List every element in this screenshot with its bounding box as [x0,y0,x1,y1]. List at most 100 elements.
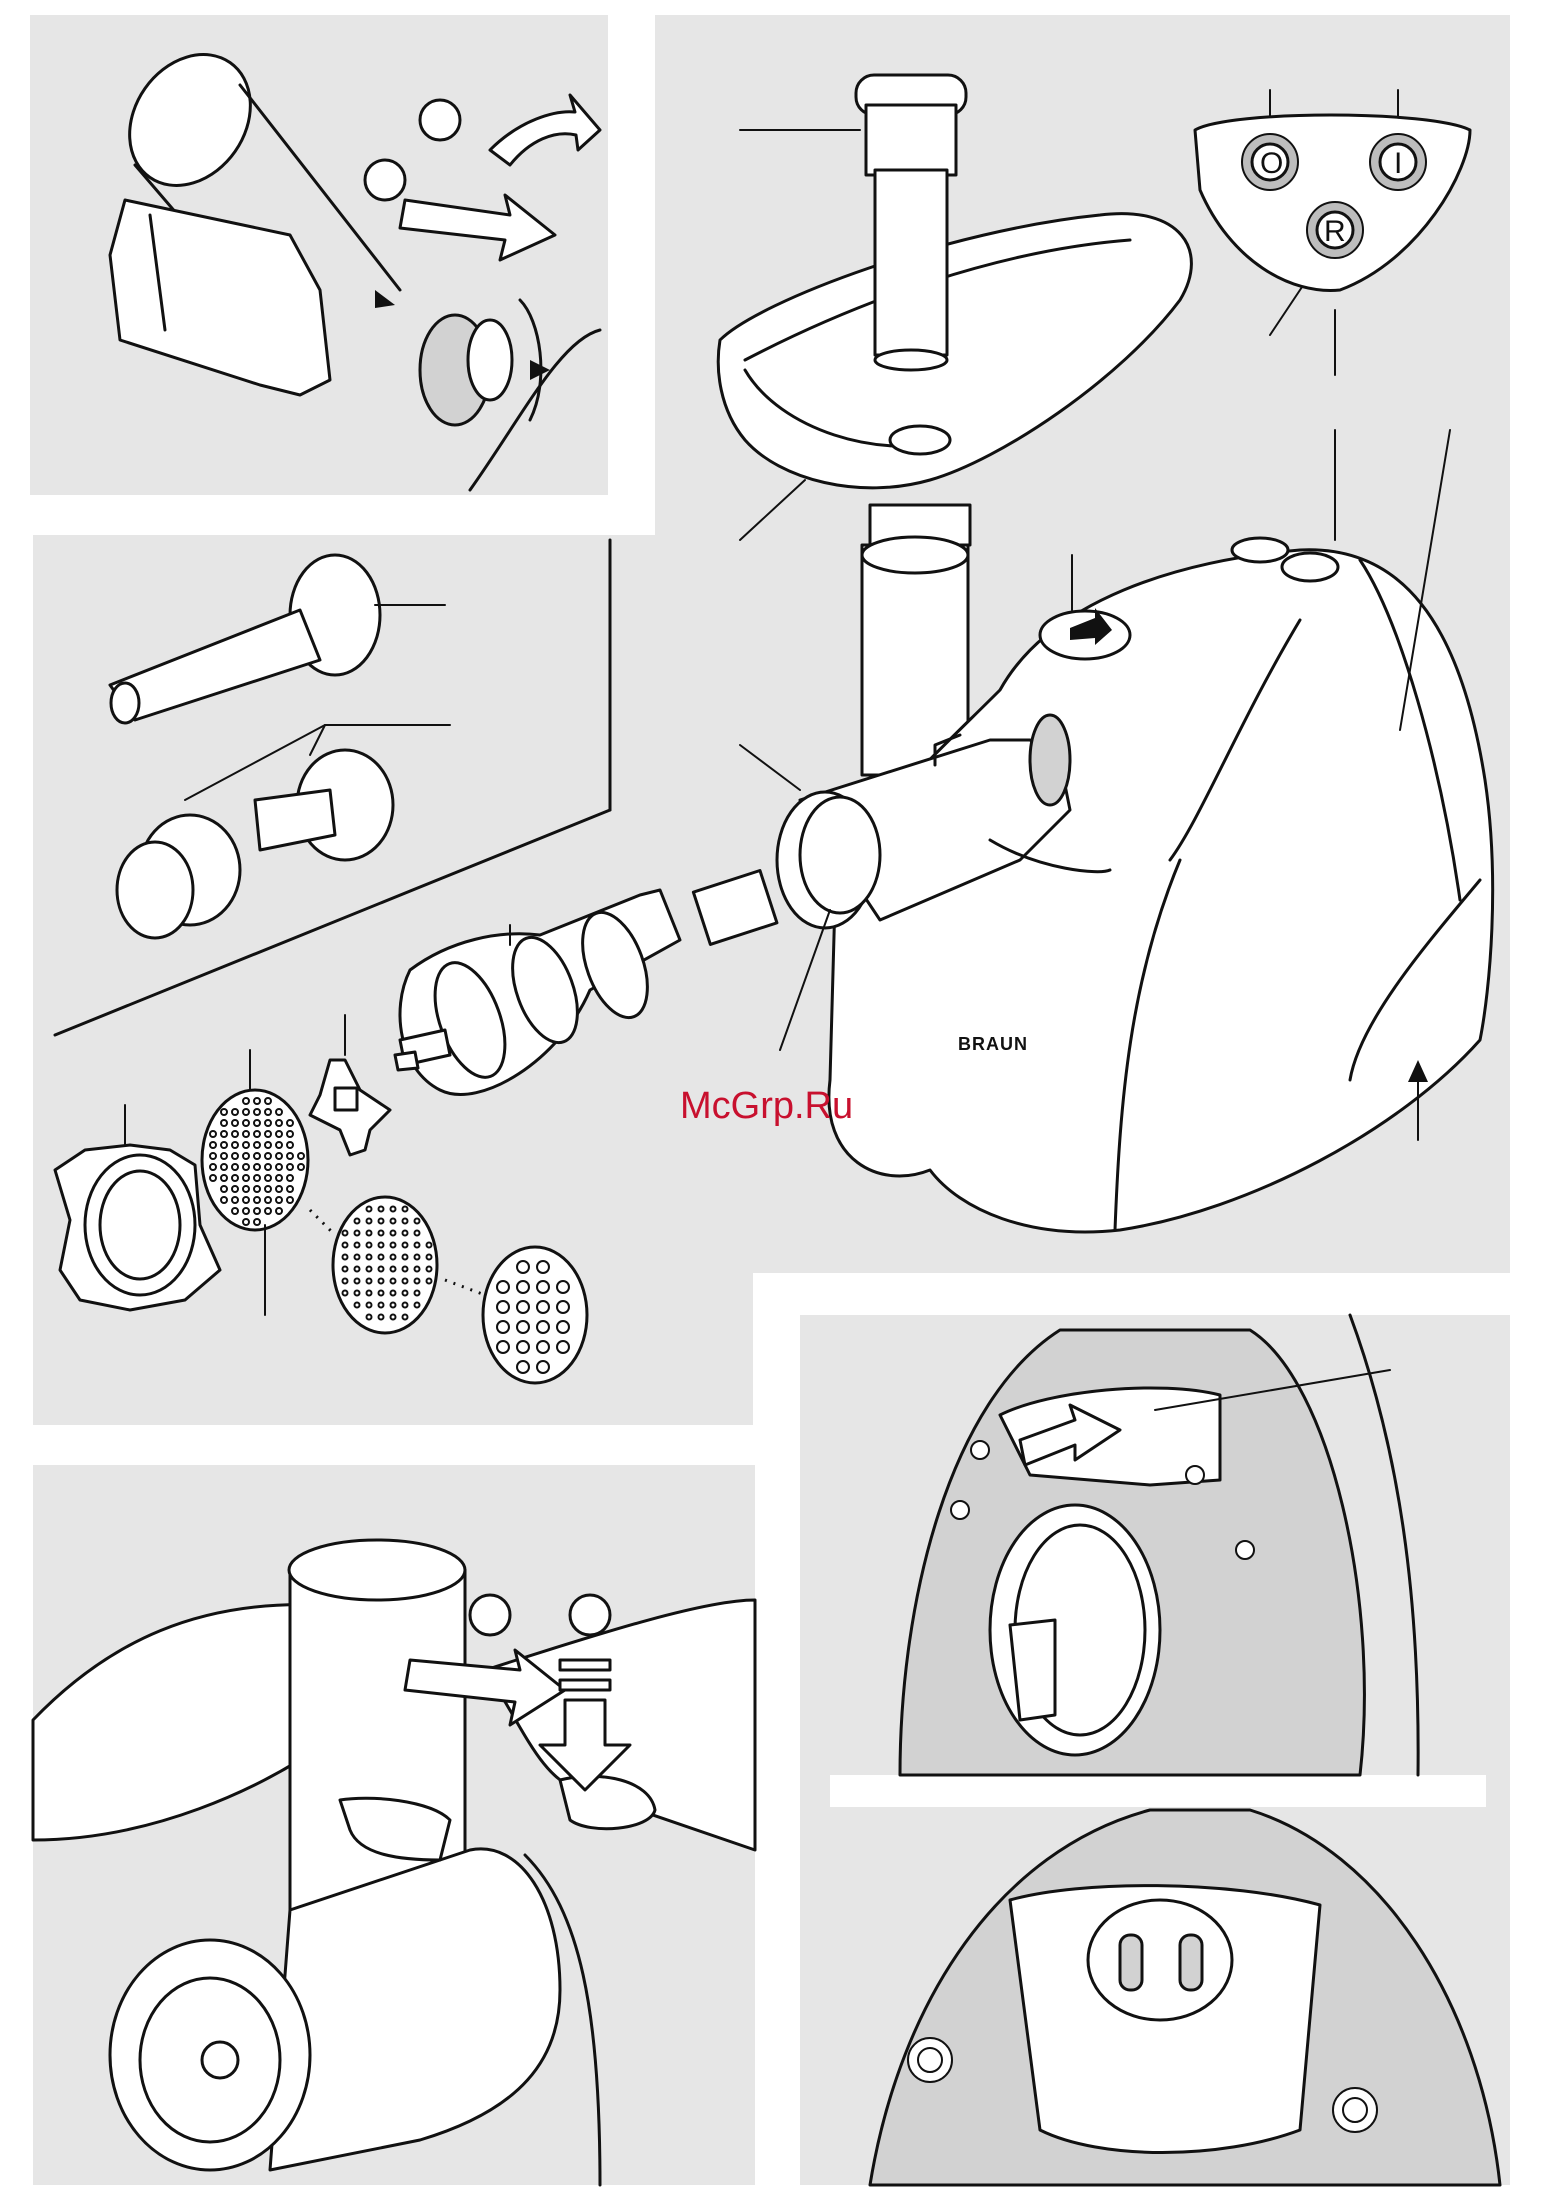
disc-hole [391,1291,396,1296]
disc-hole [343,1267,348,1272]
disc-hole [298,1164,304,1170]
disc-hole [221,1175,227,1181]
disc-hole [517,1301,529,1313]
disc-hole [254,1098,260,1104]
disc-hole [415,1303,420,1308]
disc-hole [427,1267,432,1272]
disc-hole [343,1231,348,1236]
disc-hole [210,1175,216,1181]
disc-hole [265,1120,271,1126]
disc-hole [415,1243,420,1248]
disc-hole [415,1267,420,1272]
disc-hole [403,1231,408,1236]
disc-hole [287,1153,293,1159]
disc-hole [379,1279,384,1284]
panel-divider [830,1775,1486,1807]
disc-hole [221,1197,227,1203]
disc-hole [391,1315,396,1320]
disc-hole [243,1208,249,1214]
disc-hole [254,1142,260,1148]
disc-hole [243,1109,249,1115]
disc-hole [367,1267,372,1272]
disc-hole [265,1197,271,1203]
disc-hole [415,1219,420,1224]
disc-hole [367,1243,372,1248]
disc-hole [403,1255,408,1260]
disc-hole [243,1219,249,1225]
watermark: McGrp.Ru [680,1085,853,1127]
disc-hole [254,1219,260,1225]
disc-hole [367,1315,372,1320]
disc-hole [265,1098,271,1104]
disc-hole [343,1279,348,1284]
disc-hole [391,1279,396,1284]
disc-hole [537,1301,549,1313]
disc-hole [276,1142,282,1148]
disc-hole [276,1197,282,1203]
disc-hole [343,1255,348,1260]
disc-hole [557,1321,569,1333]
disc-hole [254,1208,260,1214]
device-brand-label: BRAUN [958,1034,1028,1054]
disc-hole [287,1142,293,1148]
disc-hole [379,1207,384,1212]
disc-hole [243,1142,249,1148]
disc-hole [265,1131,271,1137]
disc-hole [367,1219,372,1224]
disc-hole [403,1279,408,1284]
disc-hole [276,1131,282,1137]
disc-hole [276,1164,282,1170]
disc-hole [403,1207,408,1212]
disc-hole [254,1164,260,1170]
disc-hole [287,1164,293,1170]
disc-hole [343,1291,348,1296]
disc-hole [254,1197,260,1203]
disc-hole [355,1267,360,1272]
disc-hole [265,1153,271,1159]
disc-hole [265,1164,271,1170]
off-button-label: O [1260,147,1283,180]
disc-hole [367,1279,372,1284]
disc-hole [517,1261,529,1273]
disc-hole [427,1243,432,1248]
disc-hole [243,1131,249,1137]
disc-hole [221,1186,227,1192]
disc-hole [265,1208,271,1214]
disc-hole [276,1120,282,1126]
disc-hole [243,1153,249,1159]
disc-hole [379,1255,384,1260]
disc-hole [210,1131,216,1137]
disc-hole [403,1315,408,1320]
disc-hole [287,1120,293,1126]
disc-hole [355,1243,360,1248]
disc-hole [391,1303,396,1308]
disc-hole [276,1208,282,1214]
disc-hole [537,1281,549,1293]
disc-hole [497,1301,509,1313]
disc-hole [243,1120,249,1126]
disc-hole [403,1291,408,1296]
disc-hole [232,1164,238,1170]
disc-hole [355,1279,360,1284]
disc-hole [221,1120,227,1126]
disc-hole [210,1164,216,1170]
disc-hole [232,1131,238,1137]
disc-hole [367,1231,372,1236]
disc-hole [391,1267,396,1272]
disc-hole [254,1186,260,1192]
disc-hole [355,1303,360,1308]
disc-hole [221,1164,227,1170]
disc-hole [497,1281,509,1293]
disc-hole [243,1197,249,1203]
disc-hole [232,1186,238,1192]
disc-hole [391,1243,396,1248]
disc-hole [276,1109,282,1115]
disc-hole [379,1291,384,1296]
disc-hole [379,1267,384,1272]
disc-hole [427,1255,432,1260]
disc-hole [497,1321,509,1333]
disc-hole [379,1303,384,1308]
disc-hole [287,1131,293,1137]
disc-hole [287,1175,293,1181]
